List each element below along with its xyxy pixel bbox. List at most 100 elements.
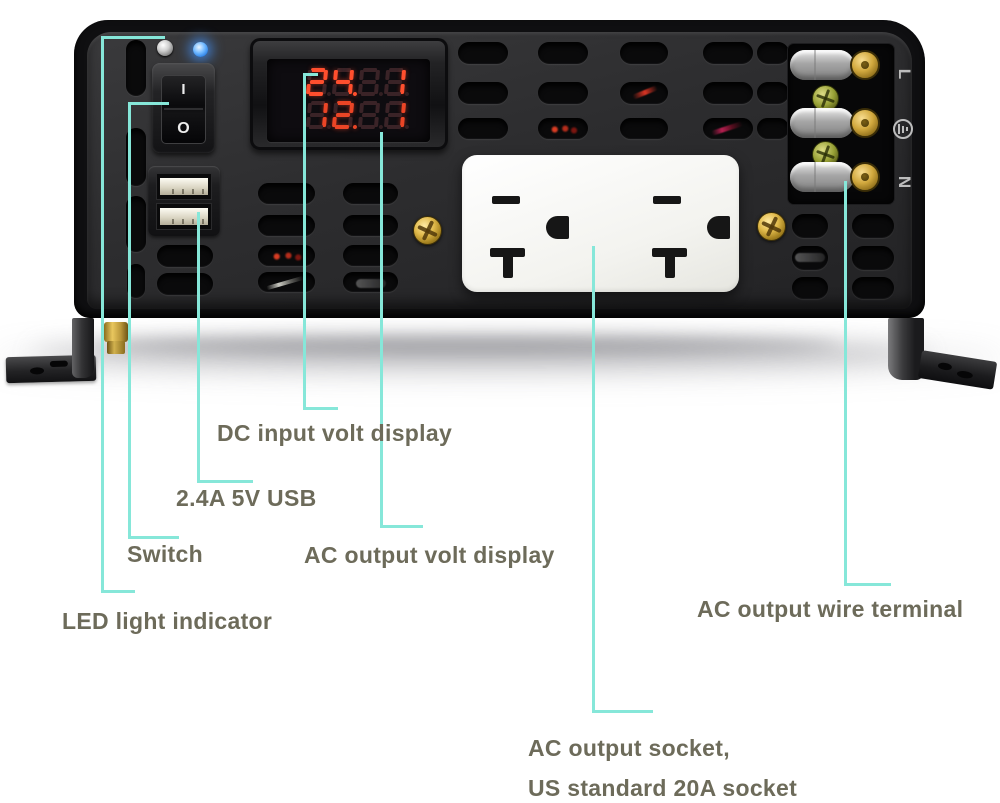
- vent-slot: [852, 214, 894, 238]
- seven-seg-digit: [331, 101, 358, 129]
- dc-input-volt-display: [305, 68, 410, 96]
- vent-slot: [343, 215, 398, 236]
- terminal-screw-earth: [850, 108, 880, 138]
- bracket-hole: [956, 369, 974, 380]
- leader-line-dc-display: [303, 73, 306, 410]
- device-shadow: [30, 340, 930, 366]
- vent-slot: [458, 82, 508, 104]
- switch-on-marking: I: [181, 81, 186, 98]
- outlet-hot-slot: [653, 196, 681, 204]
- seven-seg-digit: [357, 101, 384, 129]
- panel-screw-icon: [757, 212, 786, 241]
- vent-slot: [703, 118, 753, 139]
- vent-slot: [126, 40, 146, 96]
- power-led-icon: [193, 42, 208, 57]
- terminal-sheath-line: [790, 50, 854, 80]
- leader-line-switch: [128, 102, 131, 539]
- vent-slot: [620, 118, 668, 139]
- outlet-t-slot-stem: [503, 248, 513, 278]
- vent-slot: [538, 42, 588, 64]
- outlet-hot-slot: [492, 196, 520, 204]
- vent-slot: [258, 272, 315, 292]
- vent-slot: [343, 183, 398, 204]
- seven-seg-digit: [357, 68, 384, 96]
- vent-slot: [703, 42, 753, 64]
- vent-slot: [126, 128, 146, 186]
- vent-slot: [792, 246, 828, 270]
- vent-slot: [538, 118, 588, 139]
- earth-ground-icon: [893, 119, 913, 139]
- vent-slot: [157, 273, 213, 295]
- usb-port-bottom: [156, 203, 212, 230]
- seven-seg-digit: [305, 101, 332, 129]
- label-dc-input-volt-display: DC input volt display: [217, 420, 453, 446]
- usb-port-top: [156, 173, 212, 200]
- terminal-sheath-earth: [790, 108, 854, 138]
- leader-line-switch: [128, 102, 169, 105]
- vent-slot: [258, 183, 315, 204]
- terminal-sheath-neutral: [790, 162, 854, 192]
- terminal-label-line: L: [895, 68, 914, 80]
- vent-slot: [792, 214, 828, 238]
- vent-slot: [343, 245, 398, 266]
- terminal-label-neutral: N: [895, 175, 914, 189]
- leader-line-ac-display: [380, 525, 423, 528]
- label-ac-output-socket-line2: US standard 20A socket: [528, 775, 798, 801]
- brass-bolt-nut: [107, 341, 125, 354]
- mounting-bracket-left-flange: [72, 318, 94, 378]
- leader-line-wire-terminal: [844, 583, 891, 586]
- voltmeter-bezel: [250, 38, 448, 150]
- label-usb: 2.4A 5V USB: [176, 485, 317, 511]
- vent-slot: [538, 82, 588, 104]
- vent-slot: [703, 82, 753, 104]
- usb-tongue: [160, 178, 208, 195]
- vent-slot: [620, 42, 668, 64]
- label-ac-output-volt-display: AC output volt display: [304, 542, 555, 568]
- power-switch: I O: [152, 63, 215, 153]
- label-led-light-indicator: LED light indicator: [62, 608, 273, 634]
- outlet-t-slot-stem: [665, 248, 675, 278]
- bracket-hole: [937, 361, 953, 371]
- label-switch: Switch: [127, 541, 203, 567]
- leader-line-ac-socket: [592, 710, 653, 713]
- usb-module: [148, 166, 220, 236]
- panel-screw-icon: [413, 216, 442, 245]
- leader-line-ac-socket: [592, 246, 595, 713]
- vent-slot: [458, 118, 508, 139]
- label-ac-output-socket-line1: AC output socket,: [528, 735, 730, 761]
- seven-seg-digit: [331, 68, 358, 96]
- power-switch-rocker: I O: [161, 75, 206, 144]
- leader-line-dc-display: [303, 407, 338, 410]
- vent-slot: [127, 264, 145, 298]
- leader-line-wire-terminal: [844, 181, 847, 586]
- leader-line-led: [101, 590, 135, 593]
- vent-slot: [620, 82, 668, 104]
- ac-wire-terminal-block: [788, 44, 894, 204]
- ac-output-volt-display: [305, 101, 410, 129]
- ac-output-socket: [462, 155, 739, 292]
- brass-bolt: [104, 322, 128, 342]
- vent-slot: [343, 272, 398, 292]
- vent-slot: [126, 196, 146, 252]
- vent-slot: [757, 118, 789, 139]
- leader-line-led: [101, 36, 104, 593]
- vent-slot: [258, 245, 315, 266]
- vent-slot: [757, 82, 789, 104]
- vent-slot: [258, 215, 315, 236]
- device-shadow: [90, 337, 840, 352]
- label-ac-output-wire-terminal: AC output wire terminal: [697, 596, 964, 622]
- vent-slot: [792, 277, 828, 299]
- leader-line-usb: [197, 480, 253, 483]
- vent-slot: [458, 42, 508, 64]
- bracket-hole: [29, 367, 45, 375]
- switch-off-marking: O: [177, 120, 190, 137]
- leader-line-usb: [197, 212, 200, 483]
- leader-line-switch: [128, 536, 179, 539]
- leader-line-led: [101, 36, 165, 39]
- usb-tongue: [160, 208, 208, 225]
- seven-seg-digit: [383, 101, 410, 129]
- status-led-off-icon: [157, 40, 173, 56]
- bracket-hole: [49, 360, 68, 368]
- leader-line-dc-display: [303, 73, 318, 76]
